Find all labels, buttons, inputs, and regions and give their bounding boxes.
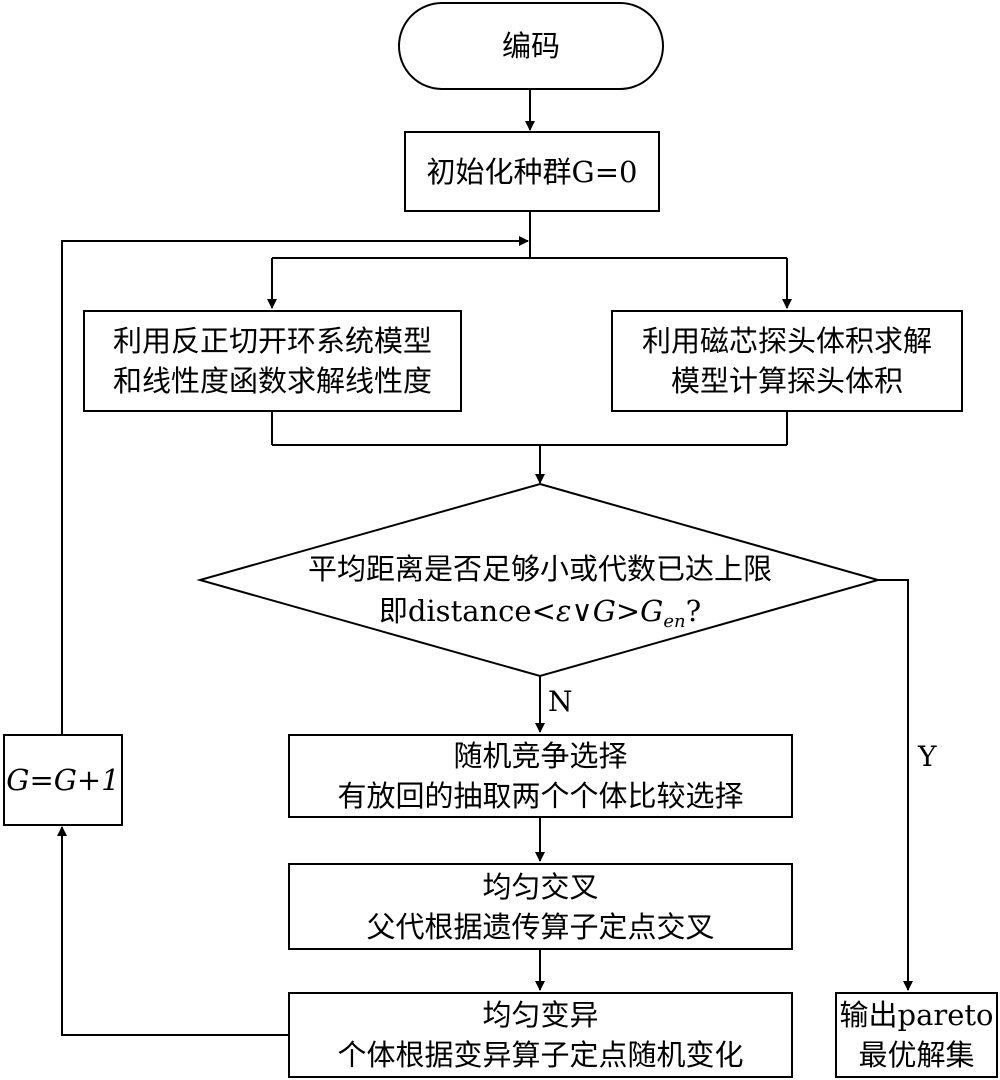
volume-line-2: 模型计算探头体积 (670, 364, 903, 398)
decision-or: ∨ (571, 594, 593, 628)
output-box: 输出pareto 最优解集 (835, 992, 998, 1078)
edge-decision-to-output (878, 579, 913, 991)
decision-g-subscript: en (663, 611, 686, 632)
decision-line-2: 即distance<ε∨G>Gen? (205, 590, 875, 632)
decision-g-max: G (640, 594, 664, 628)
edge-label-no: N (548, 685, 573, 718)
decision-g: G (592, 594, 616, 628)
init-population-box: 初始化种群G=0 (404, 131, 660, 212)
edge-mutation-to-increment (57, 826, 288, 1036)
crossover-line-2: 父代根据遗传算子定点交叉 (366, 909, 715, 944)
decision-gt: > (615, 594, 641, 628)
decision-question: ? (685, 594, 702, 628)
output-line-1: 输出pareto (839, 998, 994, 1032)
volume-box: 利用磁芯探头体积求解 模型计算探头体积 (611, 310, 963, 412)
linearity-line-1: 利用反正切开环系统模型 (112, 324, 432, 358)
decision-epsilon: ε (555, 594, 572, 628)
mutation-line-1: 均匀变异 (482, 998, 599, 1032)
linearity-line-2: 和线性度函数求解线性度 (112, 364, 432, 398)
selection-line-1: 随机竞争选择 (453, 739, 628, 773)
start-label: 编码 (501, 29, 560, 63)
increment-label: G=G+1 (6, 763, 120, 797)
output-line-2: 最优解集 (858, 1038, 975, 1072)
start-terminal: 编码 (398, 2, 664, 90)
edge-label-yes: Y (918, 740, 937, 773)
selection-line-2: 有放回的抽取两个个体比较选择 (337, 779, 744, 813)
init-population-label: 初始化种群G=0 (426, 154, 638, 189)
increment-box: G=G+1 (3, 734, 123, 826)
selection-box: 随机竞争选择 有放回的抽取两个个体比较选择 (288, 734, 793, 818)
decision-text: 平均距离是否足够小或代数已达上限 即distance<ε∨G>Gen? (205, 548, 875, 632)
mutation-line-2: 个体根据变异算子定点随机变化 (337, 1038, 744, 1072)
decision-line-1: 平均距离是否足够小或代数已达上限 (307, 552, 772, 586)
mutation-box: 均匀变异 个体根据变异算子定点随机变化 (288, 992, 793, 1078)
crossover-box: 均匀交叉 父代根据遗传算子定点交叉 (288, 863, 793, 950)
decision-prefix: 即distance< (378, 594, 556, 628)
volume-line-1: 利用磁芯探头体积求解 (641, 324, 932, 358)
crossover-line-1: 均匀交叉 (482, 869, 599, 904)
edge-increment-loop-back (61, 236, 529, 734)
linearity-box: 利用反正切开环系统模型 和线性度函数求解线性度 (83, 310, 462, 412)
